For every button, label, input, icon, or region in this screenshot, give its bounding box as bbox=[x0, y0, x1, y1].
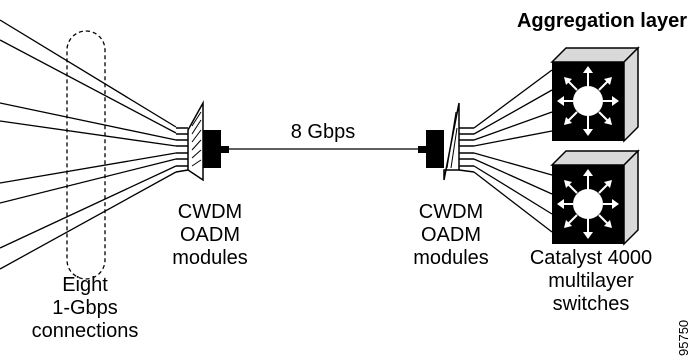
right-module-line2: OADM bbox=[421, 224, 481, 246]
left-module-label: CWDM OADM modules bbox=[160, 201, 260, 270]
left-fiber-connections bbox=[0, 19, 177, 270]
aggregation-layer-title: Aggregation layer bbox=[516, 10, 687, 32]
trunk-speed-label: 8 Gbps bbox=[290, 121, 356, 143]
connections-line3: connections bbox=[31, 320, 139, 342]
switches-line2: multilayer bbox=[548, 270, 634, 292]
switches-label: Catalyst 4000 multilayer switches bbox=[516, 247, 666, 316]
left-module-line3: modules bbox=[172, 247, 248, 269]
left-module-line1: CWDM bbox=[177, 201, 243, 223]
right-module-label: CWDM OADM modules bbox=[401, 201, 501, 270]
connections-group-outline bbox=[66, 30, 106, 280]
catalyst-switch-icon bbox=[550, 46, 640, 143]
switches-line3: switches bbox=[552, 293, 630, 315]
connections-line1: Eight bbox=[62, 274, 108, 296]
left-cwdm-oadm-module-icon bbox=[175, 100, 229, 182]
right-cwdm-oadm-module-icon bbox=[418, 102, 475, 181]
right-fiber-connections bbox=[473, 69, 553, 233]
left-module-line2: OADM bbox=[180, 224, 240, 246]
right-module-line3: modules bbox=[413, 247, 489, 269]
catalyst-switch-icon bbox=[550, 149, 640, 246]
connections-label: Eight 1-Gbps connections bbox=[10, 274, 160, 343]
switches-line1: Catalyst 4000 bbox=[529, 247, 653, 269]
figure-id: 95750 bbox=[676, 319, 691, 356]
right-module-line1: CWDM bbox=[418, 201, 484, 223]
connections-line2: 1-Gbps bbox=[52, 297, 118, 319]
